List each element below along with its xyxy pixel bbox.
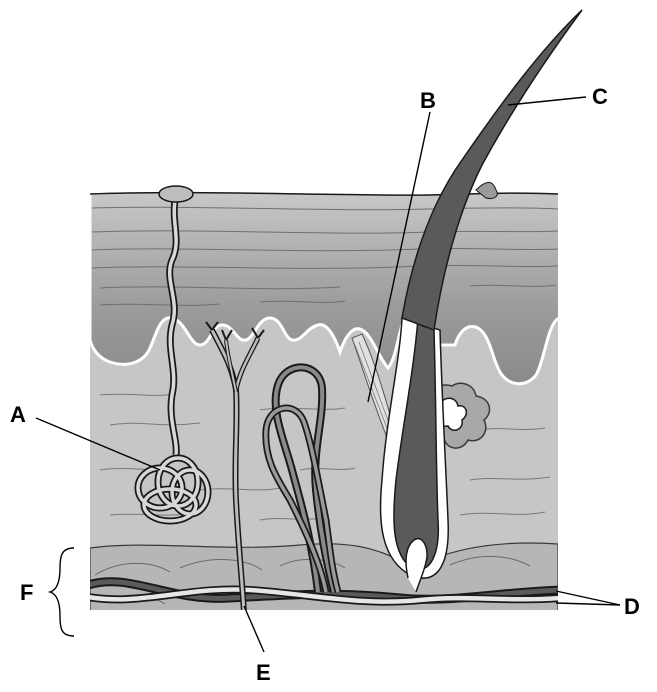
label-b: B [420,88,436,113]
sweat-pore [159,186,193,202]
bracket-f [50,548,74,636]
label-f: F [20,580,33,605]
leader-e [244,606,264,652]
label-c: C [592,84,608,109]
label-e: E [256,660,271,685]
label-a: A [10,402,26,427]
skin-block [88,190,560,612]
label-d: D [624,594,640,619]
